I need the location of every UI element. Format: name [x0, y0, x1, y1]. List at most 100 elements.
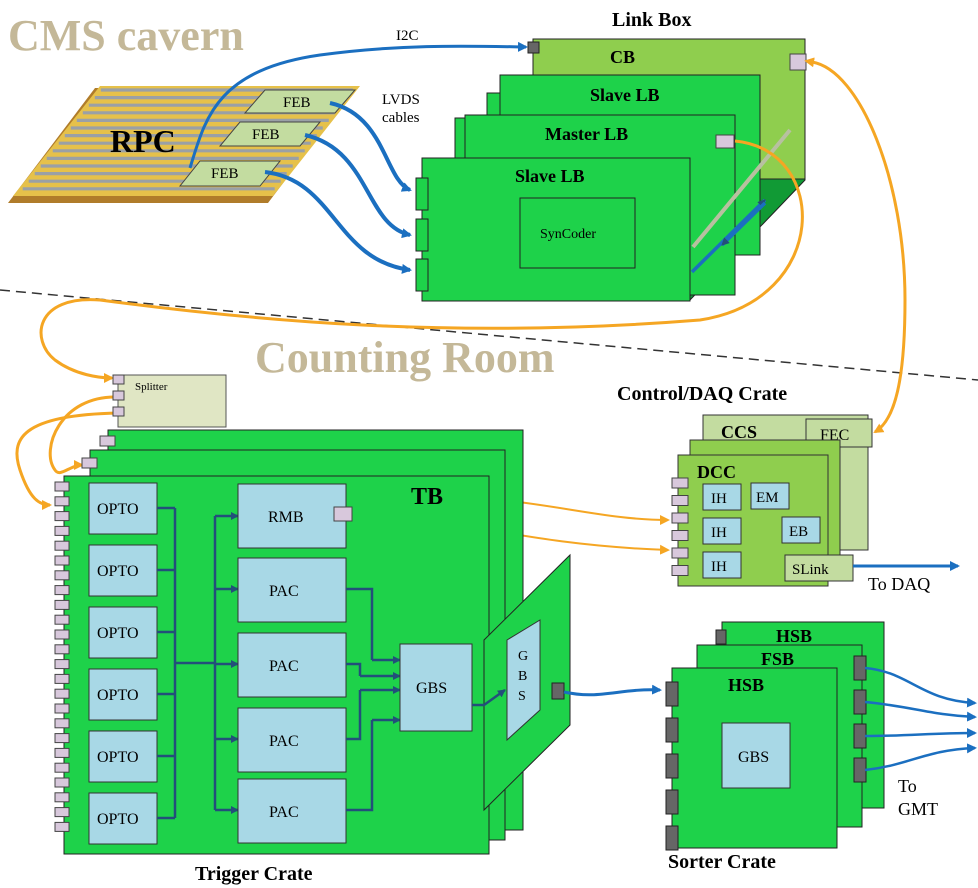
trigger-crate-title: Trigger Crate [195, 863, 313, 885]
master-lb-port [715, 134, 735, 149]
cavern-title: CMS cavern [8, 11, 244, 60]
feb-label-2: FEB [252, 127, 280, 143]
feb-board-3: FEB [178, 160, 282, 187]
opto-chip: OPTO [88, 792, 158, 845]
opto-input-port [54, 762, 70, 773]
pac-label: PAC [269, 733, 299, 750]
counting-room-title: Counting Room [255, 333, 555, 382]
fsb-label: FSB [761, 649, 794, 669]
opto-input-port [54, 570, 70, 581]
opto-input-port [54, 807, 70, 818]
opto-input-port [54, 703, 70, 714]
pac-label: PAC [269, 804, 299, 821]
trigger-out-port [551, 682, 565, 700]
feb-label-1: FEB [283, 95, 311, 111]
hsb-back-label: HSB [776, 626, 812, 646]
eb-label: EB [789, 524, 808, 540]
pac-chip: PAC [237, 557, 347, 623]
opto-chip: OPTO [88, 730, 158, 783]
eb-chip: EB [781, 516, 821, 544]
gmt-arrow-4 [864, 743, 977, 772]
opto-label: OPTO [97, 501, 139, 518]
ccs-label: CCS [721, 422, 757, 442]
dcc-input-port [671, 495, 689, 506]
dcc-input-port [671, 512, 689, 524]
opto-input-port [54, 511, 70, 522]
lvds-label-1: LVDS [382, 92, 420, 108]
opto-chip: OPTO [88, 606, 158, 659]
feb-board-1: FEB [243, 89, 357, 114]
fiber-splitter-2 [15, 411, 119, 510]
em-label: EM [756, 490, 779, 506]
gbs-label: GBS [416, 680, 447, 697]
slave-lb-back-label: Slave LB [590, 85, 660, 105]
cb-label: CB [610, 47, 635, 67]
opto-input-port [54, 540, 70, 551]
syncoder-chip [519, 197, 636, 269]
dcc-input-port [671, 547, 689, 559]
hsb-front-board: HSB GBS [671, 667, 838, 849]
hsb-front-label: HSB [728, 675, 764, 695]
syncoder-label: SynCoder [540, 227, 596, 242]
em-chip: EM [750, 482, 790, 510]
opto-label: OPTO [97, 625, 139, 642]
rmb-port [333, 506, 353, 522]
splitter-box: Splitter [112, 374, 227, 428]
lvds-cable-3 [264, 170, 412, 274]
lvds-label-2: cables [382, 110, 420, 126]
pac-chip: PAC [237, 778, 347, 844]
opto-input-port [54, 599, 70, 610]
sorter-input-port [665, 681, 679, 707]
sorter-input-port [665, 717, 679, 743]
opto-input-port [54, 673, 70, 684]
opto-label: OPTO [97, 811, 139, 828]
opto-input-port [54, 659, 70, 670]
opto-input-port [54, 747, 70, 758]
side-gbs-b: B [518, 669, 527, 684]
to-gmt-label-2: GMT [898, 799, 938, 819]
ih-label-2: IH [711, 525, 727, 541]
pac-to-gbs-lines [346, 587, 374, 812]
side-gbs-s: S [518, 689, 526, 704]
dcc-input-port [671, 565, 689, 576]
ih-label-3: IH [711, 559, 727, 575]
slave-lb-front-label: Slave LB [515, 166, 585, 186]
to-gmt-label-1: To [898, 776, 917, 796]
master-lb-label: Master LB [545, 124, 628, 144]
opto-input-port [54, 496, 70, 507]
opto-ports [54, 481, 70, 832]
pac-chip: PAC [237, 707, 347, 773]
sorter-input-port [665, 825, 679, 851]
lb-side-link-2 [720, 201, 767, 247]
pac-label: PAC [269, 658, 299, 675]
to-daq-label: To DAQ [868, 574, 930, 594]
ih-chip-1: IH [702, 483, 742, 511]
opto-input-port [54, 644, 70, 655]
rmb-chip: RMB [237, 483, 353, 549]
gmt-arrow-3 [864, 728, 977, 739]
slink-label: SLink [792, 562, 829, 578]
dcc-input-port [671, 477, 689, 489]
sorter-input-port [665, 789, 679, 815]
tb-label: TB [411, 484, 443, 510]
opto-input-port [54, 718, 70, 729]
side-gbs-chip [506, 619, 541, 742]
rpc-label: RPC [110, 123, 176, 159]
sorter-crate-title: Sorter Crate [668, 851, 776, 873]
sorter-output-port [853, 757, 867, 783]
opto-chip: OPTO [88, 482, 158, 535]
pac-chip: PAC [237, 632, 347, 698]
fiber-master-to-splitter [39, 139, 804, 383]
feb-board-2: FEB [218, 121, 322, 147]
cb-port-left [527, 41, 540, 54]
opto-label: OPTO [97, 563, 139, 580]
opto-label: OPTO [97, 749, 139, 766]
fiber-cb-fec [804, 57, 907, 434]
opto-input-port [54, 481, 70, 492]
gbs-chip: GBS [399, 643, 473, 732]
sorter-gbs-chip [721, 722, 791, 789]
opto-input-port [54, 585, 70, 596]
sorter-input-port [665, 753, 679, 779]
ih-label-1: IH [711, 491, 727, 507]
